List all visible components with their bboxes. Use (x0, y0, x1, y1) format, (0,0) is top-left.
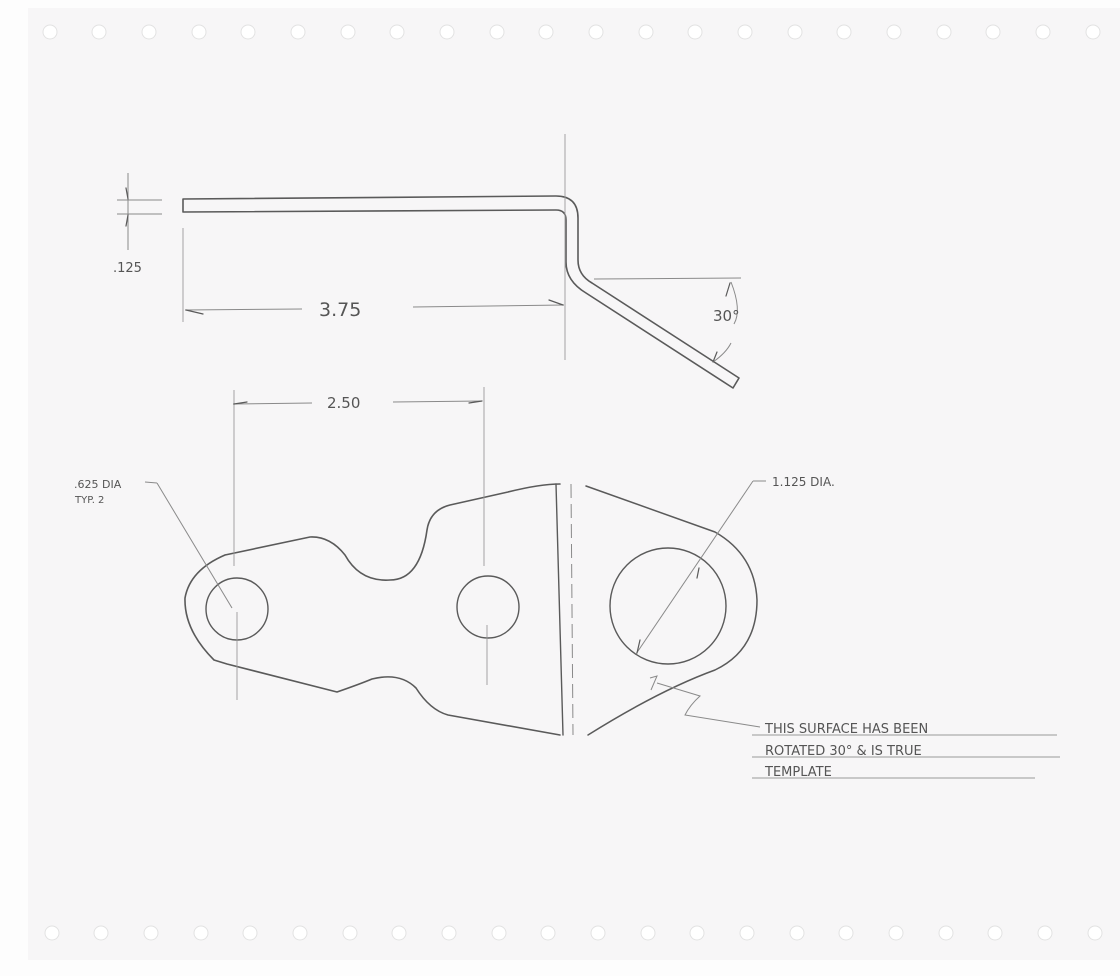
side-view (117, 134, 742, 389)
note-line-3: TEMPLATE (764, 765, 832, 780)
flat-part-outline (184, 483, 561, 736)
small-hole-qty-label: TYP. 2 (74, 495, 104, 506)
large-hole (609, 547, 727, 665)
rotated-tab-outline (585, 485, 758, 736)
feed-holes-bottom (44, 925, 1103, 941)
bent-bar-outline (182, 195, 740, 389)
note-line-2: ROTATED 30° & IS TRUE (765, 744, 922, 759)
small-hole-right (456, 575, 520, 639)
hole-spacing-label: 2.50 (327, 394, 360, 412)
feed-holes-top (42, 24, 1101, 40)
thickness-label: .125 (113, 261, 142, 276)
length-label: 3.75 (319, 299, 361, 321)
top-view (144, 387, 1060, 779)
large-hole-dia-label: 1.125 DIA. (772, 475, 835, 489)
angle-label: 30° (713, 307, 740, 325)
note-line-1: THIS SURFACE HAS BEEN (764, 722, 928, 737)
small-hole-dia-label: .625 DIA (74, 478, 122, 491)
tractor-feed-paper (28, 8, 1120, 960)
